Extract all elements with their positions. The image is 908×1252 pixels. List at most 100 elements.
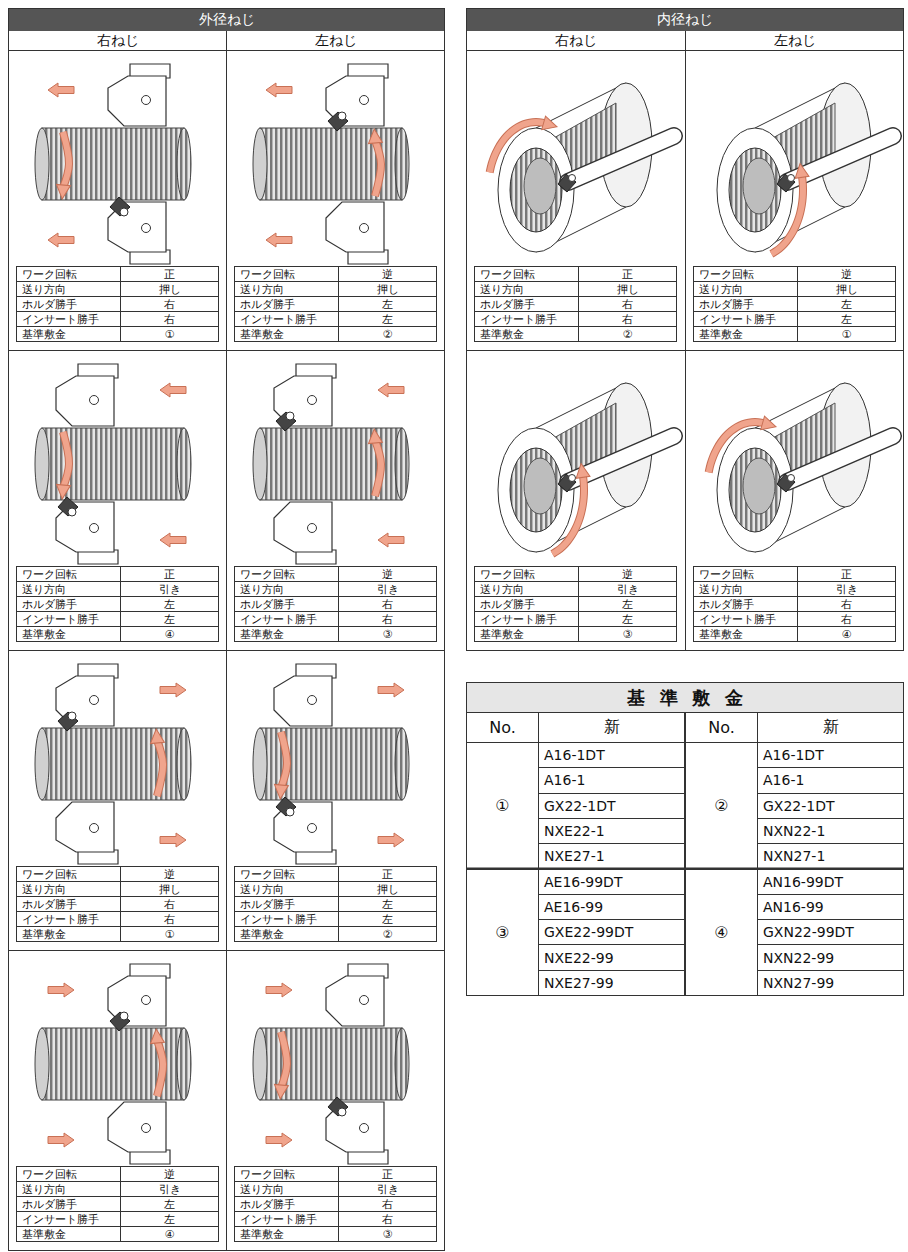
table-value: 逆 <box>797 266 896 282</box>
workpiece-end <box>253 428 267 500</box>
external-thread-illustration <box>35 664 191 864</box>
table-key: インサート勝手 <box>234 311 339 327</box>
table-key: ワーク回転 <box>234 866 339 882</box>
insert-clamp <box>286 808 294 816</box>
holder-body <box>326 976 384 1026</box>
workpiece-end <box>395 728 409 800</box>
arrow-head <box>55 484 70 499</box>
table-value: 右 <box>338 596 437 612</box>
panel-title: 外径ねじ <box>9 9 444 31</box>
shim-code: GX22-1DT <box>538 793 686 819</box>
arrow-head <box>542 116 559 133</box>
table-key: ホルダ勝手 <box>234 296 339 312</box>
insert-clamp <box>788 175 795 182</box>
arrow-head <box>574 462 590 478</box>
rotation-arrow <box>552 472 584 553</box>
arrow-head <box>273 1084 288 1099</box>
table-key: ホルダ勝手 <box>474 296 579 312</box>
table-key: 送り方向 <box>234 881 339 897</box>
insert <box>276 412 296 431</box>
rotation-arrow <box>281 1032 287 1088</box>
table-key: 送り方向 <box>693 581 798 597</box>
table-value: 左 <box>338 896 437 912</box>
bore-depth <box>743 458 775 514</box>
table-key: ワーク回転 <box>234 1166 339 1182</box>
boring-bar <box>787 136 893 182</box>
rotation-arrow <box>157 740 163 796</box>
table-key: 基準敷金 <box>16 626 121 642</box>
external-thread-illustration <box>35 964 191 1164</box>
workpiece-end <box>395 128 409 200</box>
insert <box>58 497 78 516</box>
table-key: インサート勝手 <box>474 611 579 627</box>
feed-arrow <box>160 533 186 547</box>
feed-arrow <box>378 683 404 697</box>
thread-bore <box>729 148 781 232</box>
table-value: ③ <box>578 626 677 642</box>
table-value: 押し <box>120 281 219 297</box>
internal-thread-illustration <box>490 83 674 252</box>
threaded-workpiece <box>42 428 184 500</box>
insert <box>328 112 348 131</box>
holder-screw <box>90 696 99 705</box>
table-value: 押し <box>338 281 437 297</box>
shim-code: A16-1 <box>757 767 904 793</box>
feed-arrow <box>378 833 404 847</box>
shim-code: GXN22-99DT <box>757 919 904 945</box>
threaded-workpiece <box>260 128 402 200</box>
table-value: 右 <box>120 296 219 312</box>
workpiece-end <box>395 428 409 500</box>
workpiece-end <box>177 128 191 200</box>
table-key: ホルダ勝手 <box>16 296 121 312</box>
table-key: 基準敷金 <box>16 926 121 942</box>
table-key: 送り方向 <box>234 281 339 297</box>
insert <box>328 1097 348 1116</box>
shim-code: A16-1 <box>538 767 686 793</box>
feed-arrow <box>48 1133 74 1147</box>
holder-screw <box>142 1124 151 1133</box>
table-key: ワーク回転 <box>16 1166 121 1182</box>
feed-arrow <box>266 1133 292 1147</box>
table-key: 送り方向 <box>234 1181 339 1197</box>
table-value: 引き <box>338 581 437 597</box>
insert <box>110 197 130 216</box>
external-thread-illustration <box>253 364 409 564</box>
holder-screw <box>308 524 317 533</box>
insert-clamp <box>286 412 294 420</box>
table-value: 逆 <box>338 566 437 582</box>
rotation-arrow <box>157 1040 163 1096</box>
rotation-arrow <box>157 1040 163 1096</box>
shim-code: NXN27-1 <box>757 843 904 869</box>
table-key: ホルダ勝手 <box>16 1196 121 1212</box>
divider-line <box>8 350 444 351</box>
feed-arrow <box>48 233 74 247</box>
shim-code: AN16-99DT <box>757 869 904 895</box>
table-value: 正 <box>578 266 677 282</box>
feed-arrow <box>266 983 292 997</box>
shim-code: NXN22-1 <box>757 818 904 844</box>
rotation-arrow <box>375 140 381 196</box>
workpiece-end <box>35 1028 49 1100</box>
feed-arrow <box>160 683 186 697</box>
table-header: 新 <box>538 712 686 743</box>
table-key: インサート勝手 <box>16 611 121 627</box>
arrow-head <box>55 184 70 199</box>
workpiece-face <box>498 428 574 552</box>
table-key: インサート勝手 <box>234 611 339 627</box>
shim-code: A16-1DT <box>538 742 686 768</box>
table-value: 右 <box>120 896 219 912</box>
holder-screw <box>308 396 317 405</box>
thread-bore <box>729 448 781 532</box>
divider-line <box>8 650 444 651</box>
table-value: 右 <box>578 311 677 327</box>
external-thread-illustration <box>253 64 409 264</box>
rotation-arrow <box>709 422 768 472</box>
insert <box>558 174 576 192</box>
holder-screw <box>90 524 99 533</box>
table-value: 左 <box>338 911 437 927</box>
table-value: 正 <box>120 266 219 282</box>
table-key: 送り方向 <box>16 1181 121 1197</box>
table-key: 基準敷金 <box>474 326 579 342</box>
holder-body <box>326 202 384 252</box>
